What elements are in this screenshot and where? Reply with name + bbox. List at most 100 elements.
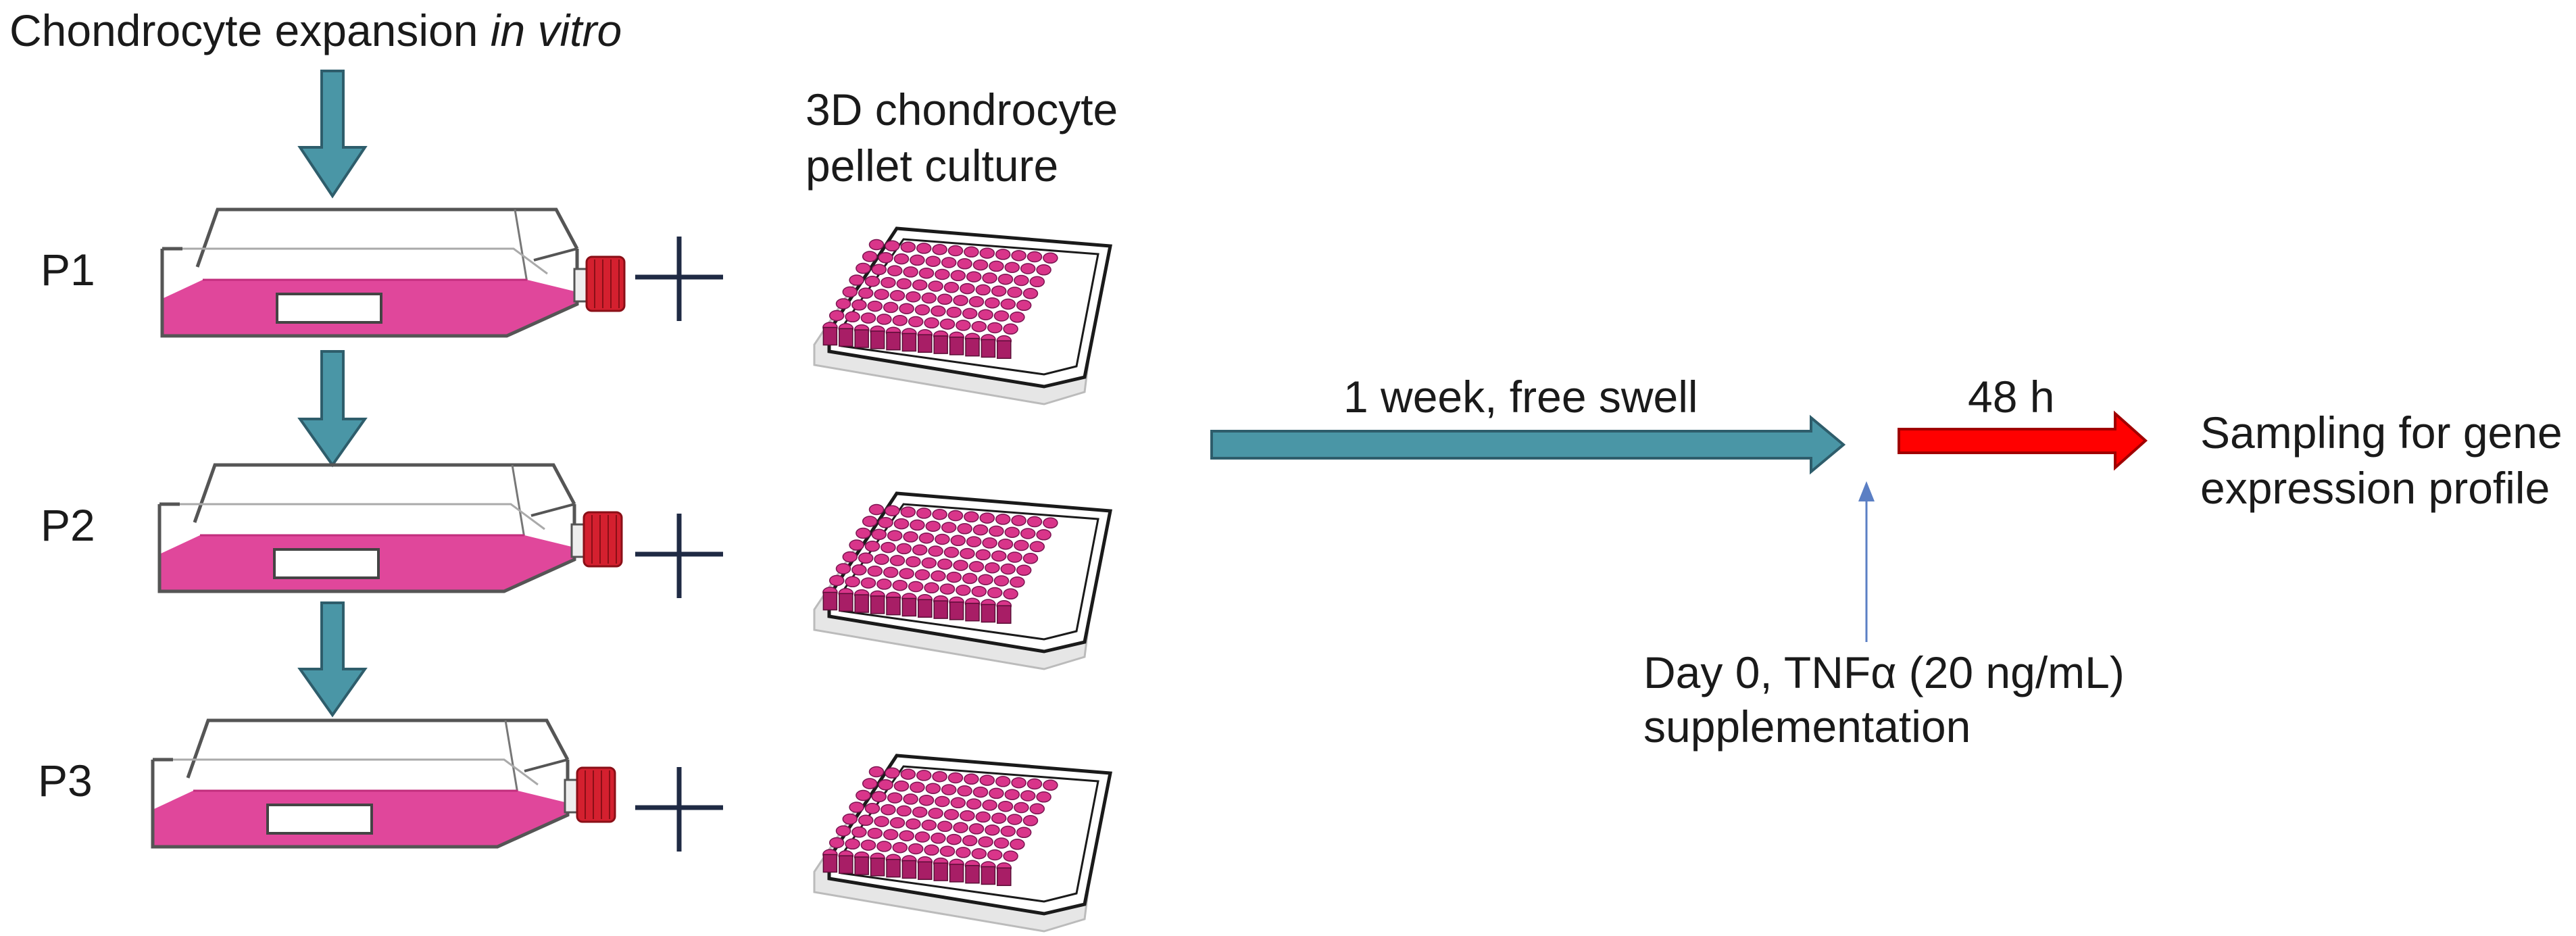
plate-well	[1014, 802, 1029, 814]
plate-well	[957, 523, 972, 535]
plate-well	[1029, 541, 1045, 553]
plate-well	[862, 251, 878, 262]
plate-well	[962, 572, 978, 585]
plate-well	[937, 558, 953, 570]
plate-well	[896, 805, 912, 817]
plate-well	[1043, 252, 1058, 264]
96-well-plate-icon	[813, 226, 1112, 405]
culture-flask-icon	[162, 210, 624, 336]
plate-well	[946, 571, 962, 583]
plate-well	[1022, 288, 1039, 299]
plate-well	[845, 576, 860, 588]
plate-well	[997, 538, 1014, 550]
plate-well	[849, 802, 864, 813]
plate-well	[995, 249, 1011, 260]
plate-well	[842, 813, 858, 825]
plate-well	[881, 541, 896, 553]
plate-well	[950, 797, 966, 809]
plate-well	[1014, 274, 1029, 287]
plate-well	[868, 503, 885, 516]
plate-well	[953, 822, 968, 833]
plate-well	[932, 770, 947, 783]
plate-well	[947, 510, 964, 522]
down-arrow-2	[297, 350, 368, 468]
plate-well	[975, 549, 991, 561]
plate-well	[975, 284, 991, 296]
plate-well	[1007, 287, 1022, 298]
plate-well	[1020, 528, 1036, 539]
plate-well	[899, 568, 914, 579]
plate-well	[862, 516, 878, 527]
plate-well	[835, 563, 851, 574]
plate-well	[972, 786, 989, 798]
plus-icon	[635, 767, 723, 852]
plate-well	[1022, 553, 1039, 564]
plate-well	[1000, 563, 1016, 575]
plate-well	[968, 561, 985, 572]
plate-well	[871, 264, 887, 276]
plate-well	[991, 550, 1007, 562]
plate-well	[864, 276, 881, 287]
plate-well	[1036, 791, 1051, 803]
plate-well	[835, 298, 851, 310]
plate-well	[1036, 264, 1051, 276]
diagram-title: Chondrocyte expansion in vitro	[9, 5, 622, 55]
plate-well	[1016, 299, 1032, 312]
plate-well	[860, 312, 876, 324]
supplement-label: Day 0, TNFα (20 ng/mL) supplementation	[1643, 647, 2137, 752]
plate-well	[874, 553, 889, 565]
culture-arrow: 1 week, free swell	[1210, 372, 1846, 475]
plate-well	[925, 520, 941, 532]
sampling-line1: Sampling for gene	[2200, 408, 2562, 458]
plate-well	[903, 266, 918, 278]
plate-well	[851, 564, 867, 576]
plate-well	[921, 819, 937, 831]
plate-well	[950, 535, 966, 547]
plate-well	[987, 849, 1003, 861]
plate-well	[876, 841, 892, 852]
plate-well	[1043, 517, 1058, 529]
plate-well	[906, 818, 921, 830]
plate-well	[845, 838, 860, 850]
plate-well	[978, 309, 993, 320]
plate-well	[960, 810, 975, 822]
plate-well	[908, 316, 924, 328]
culture-flask-icon	[159, 465, 622, 591]
plate-well	[893, 253, 910, 265]
plate-well	[889, 555, 906, 566]
plate-well	[883, 829, 899, 841]
plate-well	[883, 301, 899, 314]
plate-well	[912, 544, 928, 556]
plate-well	[989, 787, 1004, 799]
plate-well	[989, 525, 1004, 537]
plate-well	[858, 814, 874, 827]
plate-well	[964, 511, 979, 523]
plate-well	[995, 514, 1011, 525]
plate-well	[939, 583, 956, 595]
plate-well	[935, 795, 950, 808]
plate-well	[1000, 825, 1016, 837]
plate-well	[978, 574, 993, 585]
down-arrow-1	[297, 70, 368, 199]
plate-well	[867, 300, 883, 312]
plate-well	[935, 533, 950, 545]
plate-well	[893, 518, 910, 530]
plate-well	[1026, 516, 1043, 528]
title-italic: in vitro	[491, 5, 622, 55]
plate-well	[985, 562, 1000, 574]
plate-well	[997, 800, 1014, 812]
plate-well	[925, 783, 941, 794]
plate-well	[856, 527, 871, 539]
plate-well	[943, 809, 960, 820]
plate-well	[868, 766, 885, 778]
plate-well	[851, 827, 867, 838]
plate-well	[912, 806, 928, 818]
plate-well	[878, 252, 893, 264]
plate-well	[868, 239, 885, 251]
plate-well	[842, 551, 858, 563]
plate-well	[899, 830, 914, 841]
plate-well	[906, 556, 921, 568]
down-arrow-3	[297, 601, 368, 718]
supplement-arrowhead	[1858, 481, 1875, 501]
